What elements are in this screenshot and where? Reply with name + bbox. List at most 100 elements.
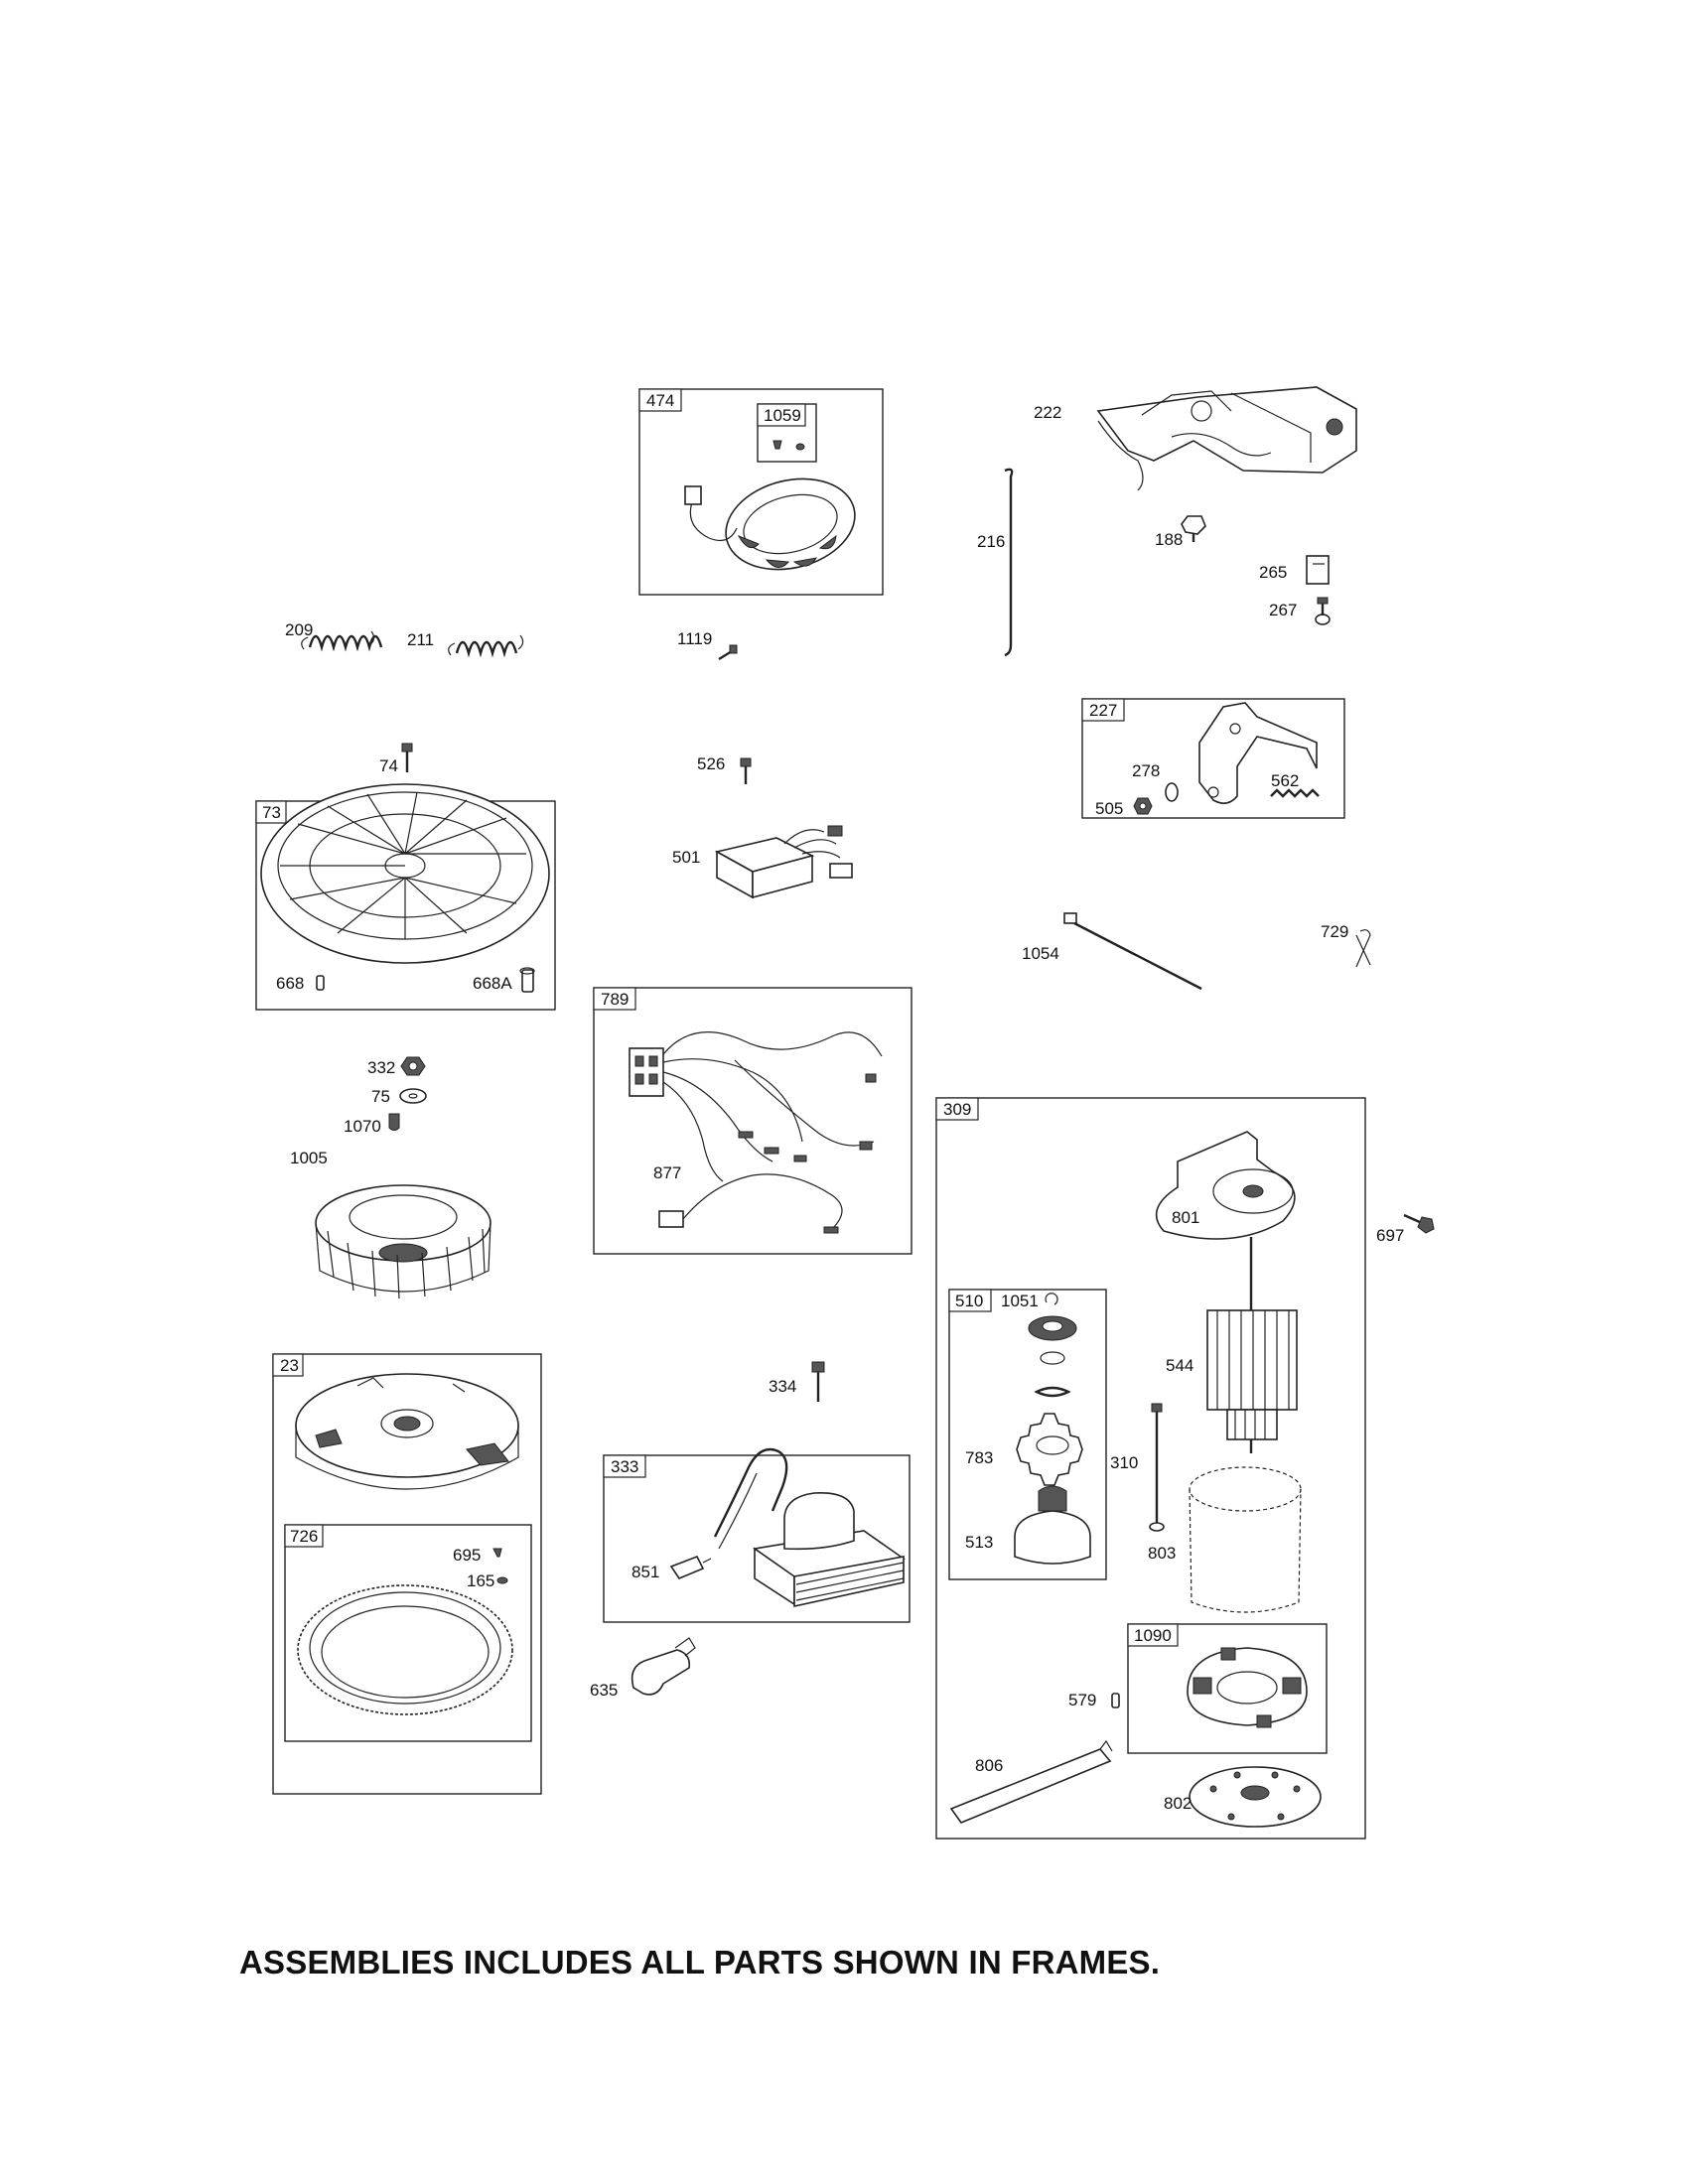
label-209: 209	[285, 620, 313, 639]
frame-label-510: 510	[955, 1292, 983, 1310]
frame-label-1059: 1059	[764, 406, 801, 425]
frame-label-1090: 1090	[1134, 1626, 1172, 1645]
label-668: 668	[276, 974, 304, 993]
part-265-clip	[1306, 555, 1330, 585]
part-334-screw	[811, 1361, 825, 1402]
label-513: 513	[965, 1533, 993, 1552]
label-562: 562	[1271, 771, 1299, 790]
label-1005: 1005	[290, 1149, 328, 1167]
label-310: 310	[1110, 1453, 1138, 1472]
label-505: 505	[1095, 799, 1123, 818]
part-579-brush	[1111, 1693, 1120, 1708]
part-544-armature	[1206, 1237, 1298, 1453]
label-668a: 668A	[473, 974, 512, 993]
frame-label-73: 73	[262, 803, 281, 822]
part-526-screw	[740, 757, 752, 784]
label-165: 165	[467, 1571, 494, 1590]
part-310-bolt	[1149, 1403, 1165, 1532]
part-1054-cable-tie	[1063, 912, 1202, 991]
label-783: 783	[965, 1448, 993, 1467]
part-1119-screw	[718, 644, 738, 661]
label-501: 501	[672, 848, 700, 867]
part-211-spring	[448, 634, 524, 658]
frame-label-474: 474	[646, 391, 674, 410]
part-510-starter-drive	[1014, 1315, 1091, 1565]
frame-23	[272, 1353, 542, 1795]
part-803-housing	[1189, 1466, 1302, 1613]
part-668-pin	[316, 975, 325, 991]
frame-label-227: 227	[1089, 701, 1117, 720]
part-635-plug-boot	[631, 1637, 696, 1696]
part-209-spring	[301, 630, 383, 652]
label-695: 695	[453, 1546, 481, 1565]
frame-label-333: 333	[611, 1457, 638, 1476]
part-165-washer	[496, 1576, 508, 1584]
label-851: 851	[632, 1563, 659, 1581]
part-332-nut	[400, 1056, 426, 1076]
label-697: 697	[1376, 1226, 1404, 1245]
label-579: 579	[1068, 1691, 1096, 1709]
label-635: 635	[590, 1681, 618, 1700]
part-806-strap	[949, 1739, 1113, 1824]
frame-510	[948, 1289, 1107, 1580]
part-726-ring-gear	[297, 1584, 513, 1715]
label-74: 74	[379, 756, 398, 775]
part-697-screw	[1403, 1213, 1435, 1234]
part-216-rod	[1004, 468, 1014, 657]
part-801-end-cap	[1155, 1131, 1296, 1240]
part-668a-spacer	[519, 967, 535, 993]
frame-789	[593, 987, 912, 1255]
part-729-pin	[1355, 929, 1371, 968]
part-802-end-plate	[1189, 1766, 1322, 1828]
part-1070-key	[388, 1113, 400, 1131]
label-278: 278	[1132, 761, 1160, 780]
label-188: 188	[1155, 530, 1183, 549]
label-1054: 1054	[1022, 944, 1059, 963]
part-222-control-bracket	[1096, 386, 1357, 491]
frame-309	[935, 1097, 1366, 1840]
label-265: 265	[1259, 563, 1287, 582]
part-1059-hardware	[772, 440, 805, 451]
part-267-screw	[1315, 597, 1331, 625]
frame-label-726: 726	[290, 1527, 318, 1546]
label-803: 803	[1148, 1544, 1176, 1563]
frame-label-309: 309	[943, 1100, 971, 1119]
label-1051: 1051	[1001, 1292, 1039, 1310]
label-211: 211	[407, 630, 434, 649]
part-789-wire-harness	[629, 1031, 883, 1182]
label-332: 332	[367, 1058, 395, 1077]
frame-label-789: 789	[601, 990, 629, 1009]
part-23-flywheel	[295, 1373, 519, 1490]
part-333-ignition-coil	[713, 1447, 907, 1607]
label-334: 334	[769, 1377, 796, 1396]
label-544: 544	[1166, 1356, 1193, 1375]
label-1119: 1119	[677, 629, 712, 648]
label-222: 222	[1034, 403, 1061, 422]
part-474-alternator	[684, 478, 856, 571]
footer-note: ASSEMBLIES INCLUDES ALL PARTS SHOWN IN F…	[239, 1944, 1161, 1980]
part-188-screw	[1181, 515, 1206, 542]
part-501-regulator	[714, 825, 853, 899]
part-695-screw	[492, 1548, 502, 1558]
label-802: 802	[1164, 1794, 1192, 1813]
frame-1090	[1127, 1623, 1328, 1754]
part-1051-clip	[1045, 1293, 1058, 1305]
label-729: 729	[1321, 922, 1348, 941]
label-216: 216	[977, 532, 1005, 551]
part-74-screw	[401, 743, 413, 772]
label-267: 267	[1269, 601, 1297, 619]
label-526: 526	[697, 754, 725, 773]
label-806: 806	[975, 1756, 1003, 1775]
frame-label-23: 23	[280, 1356, 299, 1375]
part-505-nut	[1133, 797, 1153, 815]
part-75-washer	[399, 1088, 427, 1104]
part-73-blower-housing	[260, 783, 550, 964]
part-1005-flywheel	[315, 1184, 491, 1299]
label-75: 75	[371, 1087, 390, 1106]
part-1090-brush-holder	[1187, 1647, 1308, 1728]
label-1070: 1070	[344, 1117, 381, 1136]
frame-227	[1081, 698, 1345, 819]
part-278-washer	[1165, 782, 1179, 802]
label-801: 801	[1172, 1208, 1199, 1227]
